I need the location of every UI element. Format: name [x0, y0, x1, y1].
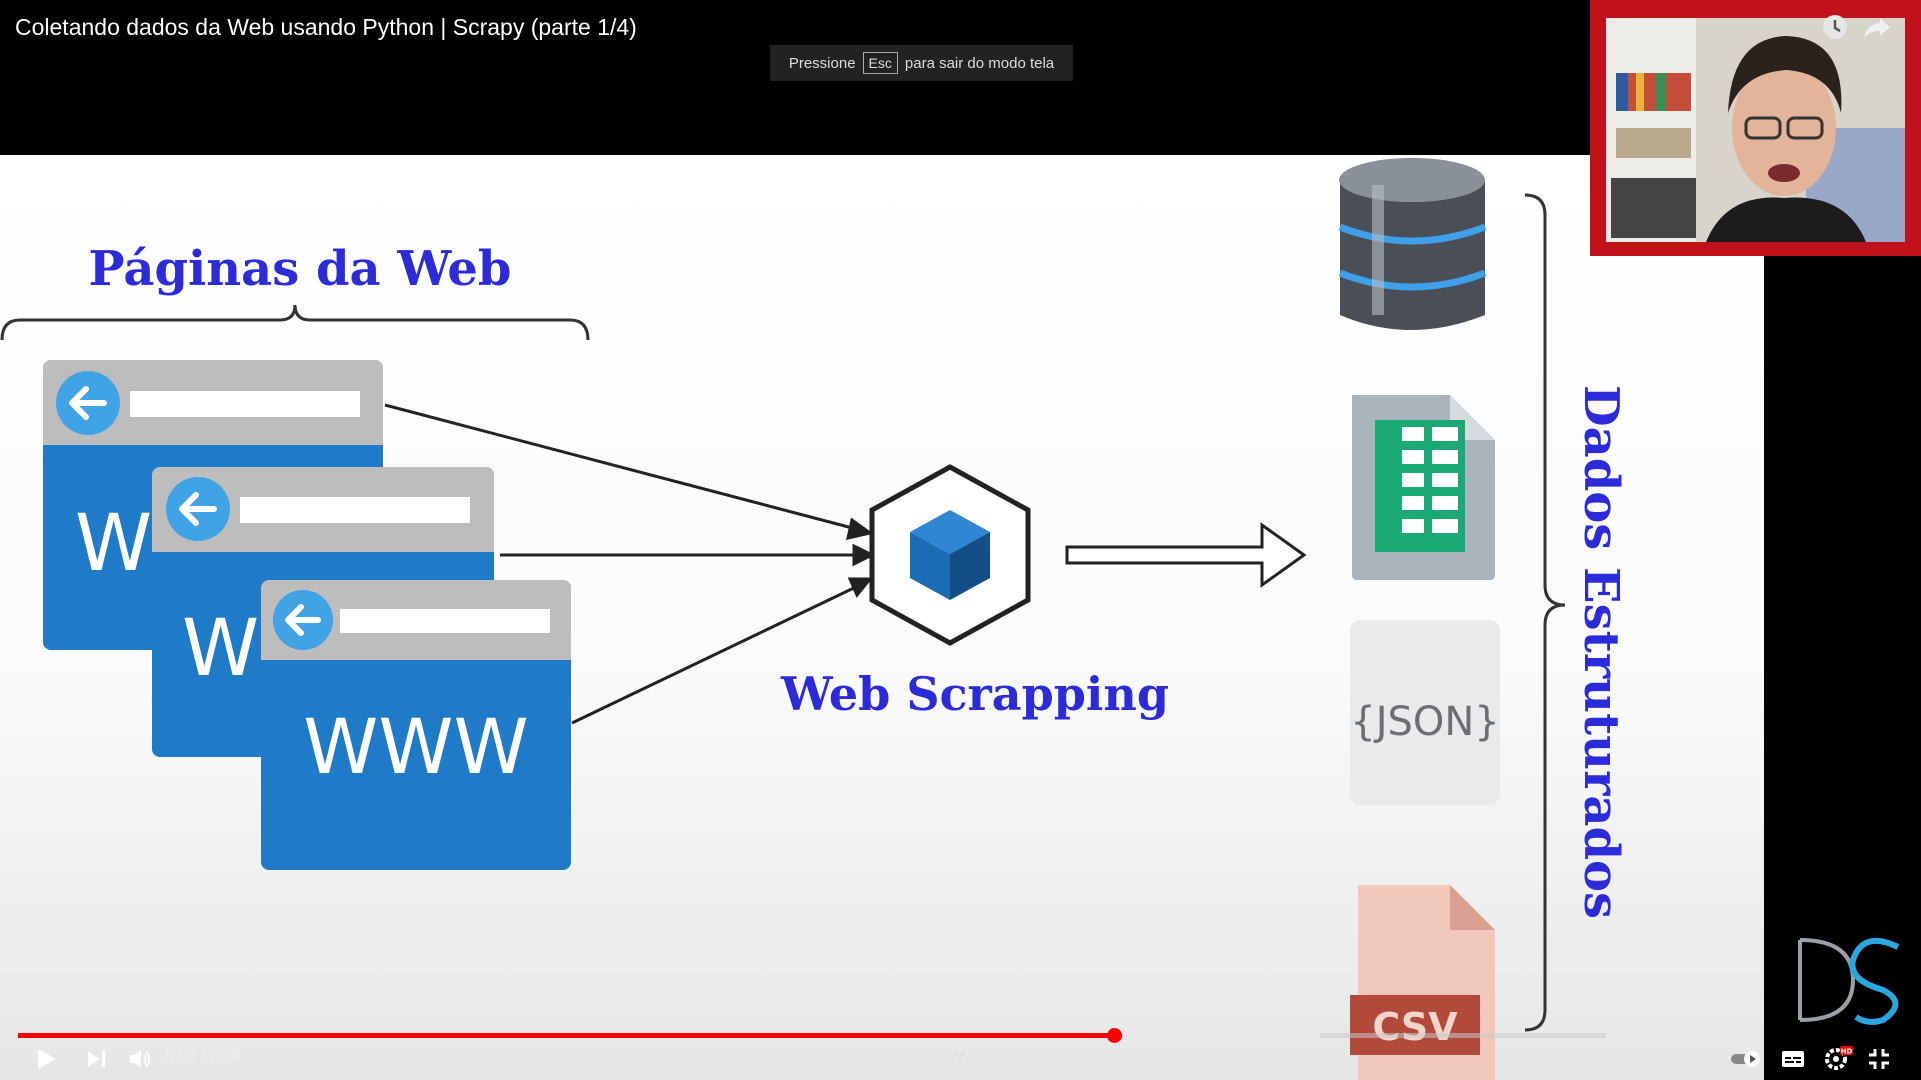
label-web-scrapping: Web Scrapping: [780, 667, 1169, 721]
settings-icon[interactable]: HD: [1824, 1045, 1854, 1071]
time-separator: /: [200, 1048, 205, 1065]
brace-left: [0, 304, 590, 341]
heading-web-pages: Páginas da Web: [89, 241, 512, 297]
hint-text-after: para sair do modo tela: [904, 54, 1055, 72]
heading-structured-data: Dados Estruturados: [1573, 385, 1629, 919]
exit-fullscreen-icon[interactable]: [1868, 1048, 1890, 1070]
progress-bar[interactable]: [18, 1028, 1606, 1043]
webcam-feed: [1606, 18, 1905, 242]
csv-file-icon: CSV: [1350, 885, 1495, 1080]
webcam-overlay: [1590, 0, 1921, 256]
json-file-icon: {JSON}: [1350, 620, 1500, 805]
browser-window-3: WWW: [261, 580, 571, 870]
slide-diagram: Páginas da Web W W: [0, 158, 1629, 1080]
time-display: 5:02/7:09: [165, 1048, 240, 1066]
volume-icon[interactable]: [128, 1047, 154, 1071]
current-time: 5:02: [165, 1048, 197, 1065]
play-icon[interactable]: [36, 1047, 58, 1071]
csv-label: CSV: [1372, 1005, 1458, 1049]
autoplay-toggle-icon[interactable]: [1730, 1050, 1762, 1068]
chevron-down-icon[interactable]: [953, 1050, 967, 1060]
subtitles-icon[interactable]: [1781, 1049, 1805, 1069]
browser-text-www: WWW: [303, 702, 528, 791]
next-icon[interactable]: [86, 1049, 108, 1069]
scraper-cube-icon: [869, 464, 1031, 646]
output-arrow: [1065, 522, 1307, 588]
presentation-slide: Páginas da Web W W: [0, 155, 1764, 1080]
browser-window-2: W: [152, 467, 494, 757]
duration: 7:09: [208, 1048, 240, 1065]
hint-text-before: Pressione: [788, 54, 856, 72]
fullscreen-exit-hint: Pressione Esc para sair do modo tela: [770, 45, 1073, 81]
browser-text-partial-2: W: [182, 604, 259, 694]
watch-later-icon[interactable]: [1822, 14, 1848, 40]
spreadsheet-icon: [1352, 395, 1495, 580]
channel-logo: [1778, 925, 1921, 1025]
database-icon: [1338, 158, 1487, 330]
progress-played: [18, 1033, 1114, 1038]
brace-right: [1524, 193, 1566, 1032]
video-title[interactable]: Coletando dados da Web usando Python | S…: [15, 14, 637, 40]
json-label: {JSON}: [1350, 699, 1500, 745]
browser-window-1: W: [43, 360, 383, 650]
arrows-to-scraper: [384, 403, 876, 725]
browser-text-partial-1: W: [75, 499, 152, 589]
progress-scrubber-handle[interactable]: [1106, 1028, 1122, 1043]
share-icon[interactable]: [1862, 16, 1892, 40]
svg-text:HD: HD: [1841, 1048, 1853, 1056]
esc-key-badge: Esc: [862, 52, 898, 74]
